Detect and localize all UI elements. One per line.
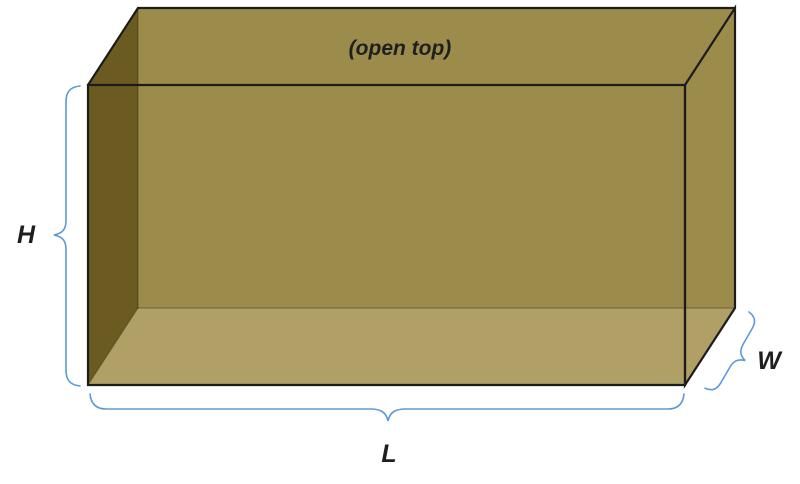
floor-face (88, 308, 735, 385)
floor-left-edge (87, 307, 139, 386)
width-label: W (757, 347, 783, 375)
length-label: L (381, 440, 396, 468)
back-wall-face (138, 8, 735, 308)
front-face (86, 83, 687, 387)
height-label: H (17, 221, 36, 249)
open-top-label: (open top) (349, 37, 452, 60)
left-wall-face (88, 8, 138, 385)
top-left-rim-edge (86, 6, 140, 87)
width-brace (704, 311, 756, 391)
length-brace (89, 393, 685, 422)
height-brace (53, 85, 81, 387)
